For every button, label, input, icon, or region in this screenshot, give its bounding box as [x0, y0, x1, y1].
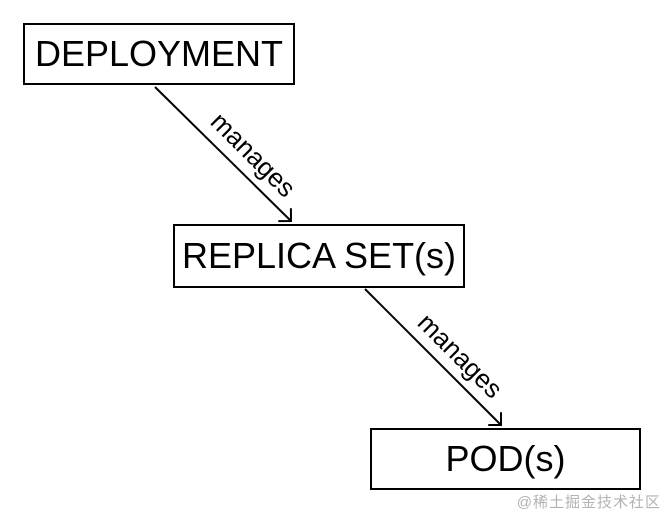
node-deployment-label: DEPLOYMENT — [34, 33, 284, 74]
node-pod-label: POD(s) — [445, 438, 566, 479]
node-deployment: DEPLOYMENT — [23, 23, 295, 85]
node-replica-set: REPLICA SET(s) — [173, 224, 465, 288]
edge-label-manages-1: manages — [205, 106, 302, 203]
edge-label-manages-2: manages — [412, 307, 509, 404]
edge-deployment-to-replicaset — [154, 86, 293, 223]
watermark: @稀土掘金技术社区 — [516, 494, 661, 511]
edge-replicaset-to-pod — [364, 288, 502, 426]
node-pod: POD(s) — [370, 428, 641, 490]
node-replica-set-label: REPLICA SET(s) — [181, 235, 457, 276]
